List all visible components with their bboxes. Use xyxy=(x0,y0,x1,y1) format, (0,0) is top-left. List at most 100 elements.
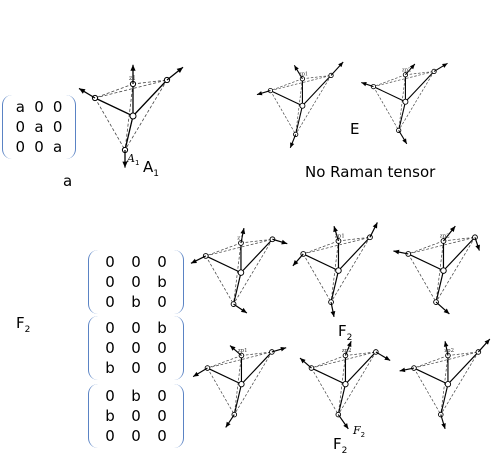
d-f4-bond xyxy=(207,367,242,385)
d-f5-displacement-arrow-head xyxy=(299,358,306,364)
d-a1-displacement-arrow-head xyxy=(122,161,128,168)
f2-tensor-3-cell: b xyxy=(131,387,141,405)
d-e1-displacement-arrow-head xyxy=(338,61,344,68)
a1-mode-sub: 1 xyxy=(153,169,159,179)
f2-inset-letter: F xyxy=(353,424,361,437)
d-f3-displacement-arrow-head xyxy=(449,226,456,232)
d-f3-edge xyxy=(408,236,476,255)
d-f1-edge xyxy=(205,242,242,257)
f2-row2-caption: F2 xyxy=(333,435,348,456)
d-f4-displacement-arrow-head xyxy=(193,371,199,377)
d-f3-edge xyxy=(435,240,444,303)
d-e2-displacement-arrow-head xyxy=(361,82,367,87)
e-caption: No Raman tensor xyxy=(305,163,435,181)
d-e2-displacement-arrow-head xyxy=(442,63,448,68)
d-e1-bond xyxy=(302,75,332,107)
d-f1-displacement-arrow-head xyxy=(240,228,246,235)
d-f6-displacement-arrow-head xyxy=(484,339,490,345)
a1-tensor-cell: 0 xyxy=(52,118,63,136)
d-f6-displacement-arrow-head xyxy=(443,341,449,347)
d-f3-edge xyxy=(443,236,476,242)
f2-tensor-1-cell: b xyxy=(131,293,141,311)
d-e2-edge xyxy=(373,86,399,131)
f2-tensor-1-cell: b xyxy=(157,273,167,291)
d-f4-edge xyxy=(207,351,272,369)
f2-row1-sub: 2 xyxy=(346,333,353,343)
d-f3-bond xyxy=(435,270,445,303)
d-f2-displacement-arrow-head xyxy=(333,226,338,233)
f2-mode-diagram-2: zp1 xyxy=(292,222,378,318)
d-a1-bond xyxy=(124,115,134,151)
d-f6-edge xyxy=(440,351,479,415)
d-f4-displacement-arrow-head xyxy=(225,421,231,428)
a1-tensor-caption: a xyxy=(63,172,72,190)
f2-mode-diagram-5: zp2 xyxy=(299,340,391,430)
a1-tensor-cell: 0 xyxy=(34,98,44,116)
f2-tensor-1-cell: 0 xyxy=(105,273,115,291)
d-e2-bond xyxy=(405,71,435,103)
f2-tensor-3-cell: 0 xyxy=(105,387,115,405)
d-f4-atom xyxy=(269,349,275,355)
d-f3-displacement-arrow-head xyxy=(443,308,450,314)
d-f3-vertex-label: zp2 xyxy=(440,233,450,239)
d-e2-displacement-arrow-head xyxy=(402,138,407,144)
d-f5-edge xyxy=(345,351,376,356)
d-f3-atom xyxy=(472,234,478,241)
d-a1-bond xyxy=(132,79,168,117)
d-f1-displacement-arrow-head xyxy=(281,239,288,245)
f2-tensor-3-cell: 0 xyxy=(157,427,167,445)
d-f2-edge xyxy=(303,240,339,255)
f2-tensor-3-cell: 0 xyxy=(131,407,141,425)
a1-tensor-cell: 0 xyxy=(34,138,44,156)
d-f2-bond xyxy=(338,236,371,272)
d-f3-bond xyxy=(443,236,476,272)
d-f3-center-atom xyxy=(440,267,447,274)
d-f4-edge xyxy=(241,351,272,356)
d-f6-center-atom xyxy=(444,381,452,388)
f2-row1-letter: F xyxy=(338,322,347,340)
d-f2-edge xyxy=(330,240,339,303)
d-f1-bond xyxy=(205,255,242,274)
d-e1-edge xyxy=(270,90,296,135)
d-e1-edge xyxy=(302,75,332,80)
d-a1-edge xyxy=(132,79,168,85)
e-caption-text: No Raman tensor xyxy=(305,163,436,181)
f2-mode-diagram-6: zp2 xyxy=(399,338,491,430)
d-a1-edge xyxy=(124,79,168,151)
f2-tensor-2-cell: 0 xyxy=(157,339,167,357)
d-a1-edge xyxy=(124,83,134,151)
a1-tensor-cell: a xyxy=(34,118,44,136)
a1-tensor-cell: 0 xyxy=(15,118,26,136)
d-f2-displacement-arrow-head xyxy=(372,222,378,229)
f2-tensor-2-cell: 0 xyxy=(131,359,141,377)
f2-row2-sub: 2 xyxy=(341,446,348,456)
d-f1-center-atom xyxy=(237,269,245,276)
a1-tensor-cell: 0 xyxy=(52,98,63,116)
d-f5-displacement-arrow-head xyxy=(343,423,349,429)
d-f6-displacement-arrow-head xyxy=(441,423,446,429)
d-f1-displacement-arrow-head xyxy=(190,258,197,264)
e-mode-letter: E xyxy=(350,120,360,138)
d-f1-atom xyxy=(269,236,276,243)
d-f5-bond xyxy=(345,351,377,385)
d-f6-edge xyxy=(440,355,449,415)
d-f2-edge xyxy=(330,237,371,303)
e-mode-diagram-1: zp1 xyxy=(256,61,344,149)
d-f6-displacement-arrow-head xyxy=(399,367,406,373)
d-f6-edge xyxy=(413,351,479,369)
d-f2-edge xyxy=(303,236,371,255)
d-f1-edge xyxy=(240,238,273,244)
d-a1-edge xyxy=(94,79,168,99)
d-f4-edge xyxy=(233,351,273,415)
d-f3-edge xyxy=(435,237,476,303)
d-f5-vertex-label: zp2 xyxy=(342,348,352,354)
d-f3-displacement-arrow-head xyxy=(475,244,480,251)
d-a1-edge xyxy=(94,83,134,99)
d-e2-edge xyxy=(398,74,406,131)
a1-tensor-cell: 0 xyxy=(15,138,26,156)
d-f4-bond xyxy=(233,384,243,415)
d-e2-edge xyxy=(405,71,435,76)
d-f3-edge xyxy=(408,240,444,255)
d-e2-edge xyxy=(398,71,435,131)
f2-tensor-2-cell: 0 xyxy=(105,319,115,337)
